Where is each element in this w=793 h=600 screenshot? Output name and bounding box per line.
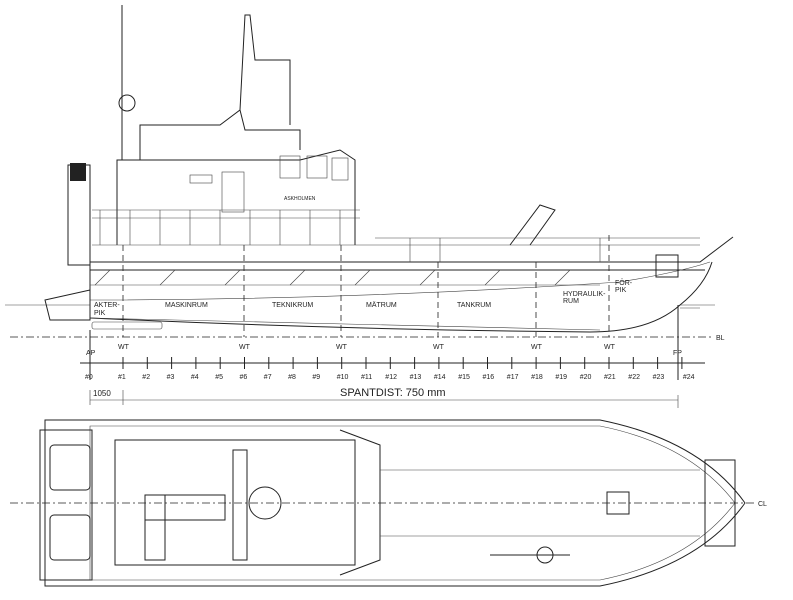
svg-text:WT: WT: [336, 344, 348, 351]
frame-label: #20: [580, 374, 592, 381]
wheelhouse: [139, 109, 301, 160]
frame-label: #17: [507, 374, 519, 381]
frame-label: #0: [85, 374, 93, 381]
dimension-aft-offset: 1050: [93, 389, 111, 398]
frame-label: #22: [628, 374, 640, 381]
bow-hatch: [655, 254, 679, 278]
propulsion: [44, 289, 91, 321]
crane: [509, 204, 556, 246]
ap-label: AP: [86, 350, 96, 357]
wt-labels: WT WT WT WT WT WT: [118, 344, 616, 351]
hatch: [606, 491, 630, 515]
frame-label: #21: [604, 374, 616, 381]
svg-text:WT: WT: [433, 344, 445, 351]
frame-label: #14: [434, 374, 446, 381]
railing: [92, 209, 700, 246]
dimension-lines: 1050 SPANTDIST: 750 mm: [89, 387, 679, 408]
frame-label: #16: [483, 374, 495, 381]
bow-ramp: [704, 459, 736, 547]
crane-boom: [144, 494, 226, 521]
plan-view: CL: [10, 419, 767, 587]
window: [279, 155, 301, 179]
crane-base: [248, 486, 282, 520]
svg-text:WT: WT: [239, 344, 251, 351]
compartment-matrum: MÄTRUM: [366, 301, 397, 309]
frame-label: #7: [264, 374, 272, 381]
radome: [118, 94, 136, 112]
compartment-maskinrum: MASKINRUM: [165, 302, 208, 309]
frame-label: #13: [410, 374, 422, 381]
frame-label: #5: [215, 374, 223, 381]
compartment-hydraulikrum-1: HYDRAULIK-: [563, 291, 606, 298]
svg-text:WT: WT: [604, 344, 616, 351]
svg-text:WT: WT: [118, 344, 130, 351]
compartment-akterpik-2: PIK: [94, 310, 106, 317]
side-view: BL ASKHOLMEN: [5, 5, 734, 380]
deckhouse-roof: [114, 439, 356, 566]
deckhouse: [116, 149, 356, 245]
baseline-label: BL: [716, 335, 725, 342]
frame-label: #19: [555, 374, 567, 381]
stern-deck: [39, 429, 93, 581]
svg-text:WT: WT: [531, 344, 543, 351]
frame-label: #8: [288, 374, 296, 381]
frame-label: #3: [167, 374, 175, 381]
frame-label: #4: [191, 374, 199, 381]
frame-label: #9: [312, 374, 320, 381]
frame-label: #11: [361, 374, 372, 381]
deck-outline: [44, 419, 746, 587]
compartment-hydraulikrum-2: RUM: [563, 298, 579, 305]
frame-label: #15: [458, 374, 470, 381]
compartment-forpik-2: PIK: [615, 287, 627, 294]
compartment-teknikrum: TEKNIKRUM: [272, 302, 313, 309]
frame-label: #10: [337, 374, 349, 381]
hull-outline: [89, 236, 734, 333]
compartment-akterpik-1: AKTER-: [94, 302, 120, 309]
door: [221, 171, 245, 213]
vessel-name: ASKHOLMEN: [284, 196, 316, 202]
frame-label: #23: [653, 374, 665, 381]
frame-label: #1: [118, 374, 126, 381]
frame-scale: #0 #1 #2 #3 #4 #5 #6 #7 #8 #9 #10 #11 #12 #13 #14 #15 #1…: [80, 357, 705, 381]
frame-label: #2: [142, 374, 150, 381]
frame-label: #18: [531, 374, 543, 381]
fp-label: FP: [673, 350, 682, 357]
frame-label: #12: [385, 374, 397, 381]
compartment-forpik-1: FÖR-: [615, 279, 633, 287]
upper-mast: [239, 14, 291, 125]
frame-label: #6: [240, 374, 248, 381]
compartment-tankrum: TANKRUM: [457, 302, 491, 309]
frame-label: #24: [683, 374, 695, 381]
dimension-frame-spacing: SPANTDIST: 750 mm: [340, 387, 446, 399]
tank-top-line: [89, 261, 711, 301]
centerline-label: CL: [758, 501, 767, 508]
